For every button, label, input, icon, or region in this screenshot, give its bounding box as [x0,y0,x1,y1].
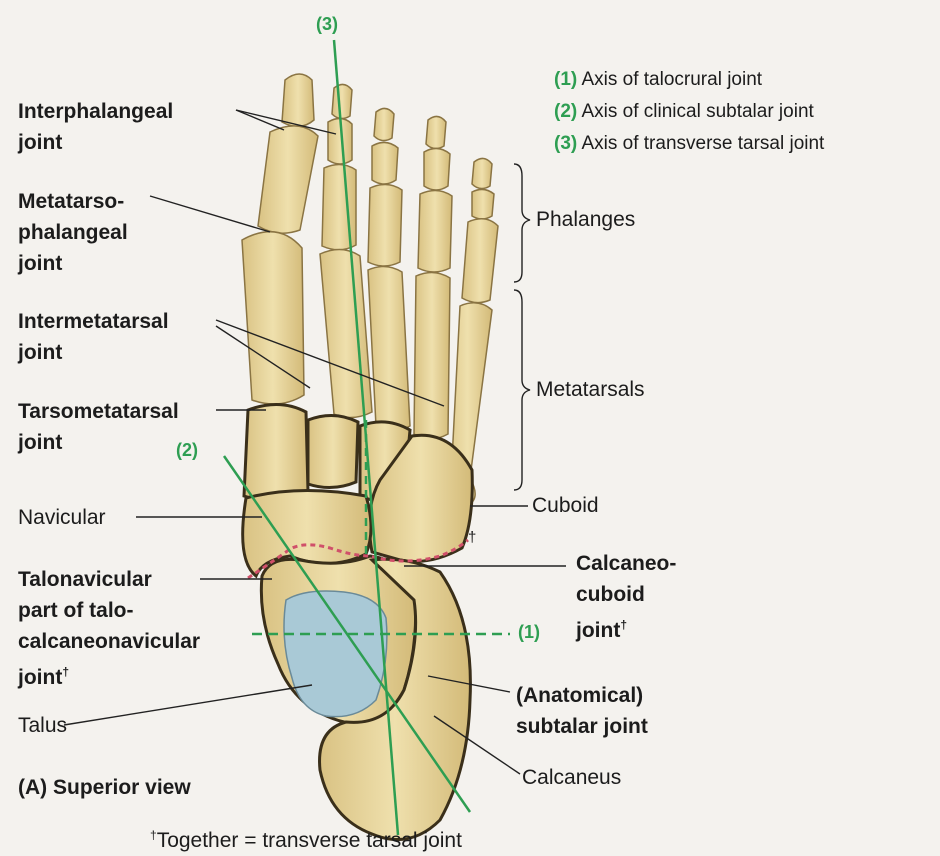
footnote: †Together = transverse tarsal joint [150,820,462,856]
third-metatarsal [368,266,410,431]
view-title: (A) Superior view [18,772,191,803]
third-middle-phalanx [372,142,398,184]
legend-item-2: (2) Axis of clinical subtalar joint [554,96,824,128]
label-cuboid: Cuboid [532,490,599,521]
label-navicular: Navicular [18,502,106,533]
fourth-metatarsal [414,272,450,439]
hallux-distal-phalanx [282,74,314,127]
third-distal-phalanx [374,108,394,140]
fifth-distal-phalanx [472,158,492,188]
legend-item-3: (3) Axis of transverse tarsal joint [554,128,824,160]
label-metatarsals: Metatarsals [536,374,645,405]
talar-trochlea-surface [284,591,387,717]
axis-3-marker: (3) [316,14,338,35]
intermediate-cuneiform [308,415,358,487]
axis-2-marker: (2) [176,440,198,461]
third-proximal-phalanx [368,184,402,266]
dagger-mark: † [468,522,476,553]
axis-legend: (1) Axis of talocrural joint (2) Axis of… [554,64,824,160]
label-talus: Talus [18,710,67,741]
medial-cuneiform [244,404,308,501]
fourth-distal-phalanx [426,116,446,148]
label-talonavicular-joint: Talonavicular part of talo- calcaneonavi… [18,564,200,693]
label-calcaneocuboid-joint: Calcaneo- cuboid joint† [576,548,676,646]
axis-1-marker: (1) [518,622,540,643]
fifth-middle-phalanx [472,189,494,219]
label-phalanges: Phalanges [536,204,635,235]
label-anatomical-subtalar-joint: (Anatomical)subtalar joint [516,680,648,742]
fourth-proximal-phalanx [418,190,452,272]
second-distal-phalanx [332,84,352,118]
fourth-middle-phalanx [424,148,450,190]
legend-item-1: (1) Axis of talocrural joint [554,64,824,96]
label-calcaneus: Calcaneus [522,762,621,793]
